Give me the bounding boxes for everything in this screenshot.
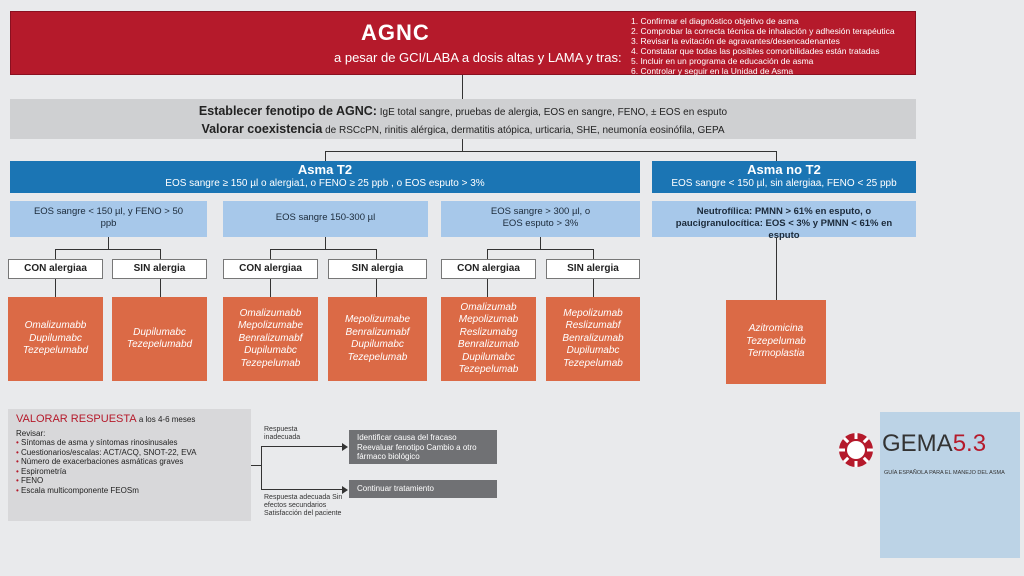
connector <box>261 489 346 490</box>
asma-not2-title: Asma no T2 <box>747 162 821 177</box>
connector <box>160 249 161 259</box>
agnc-header: AGNC a pesar de GCI/LABA a dosis altas y… <box>10 11 916 76</box>
t2-group-low: EOS sangre < 150 µl, y FENO > 50 ppb <box>10 201 207 237</box>
response-item: Número de exacerbaciones asmáticas grave… <box>16 457 243 467</box>
drugs-box: Mepolizumabe Benralizumabf Dupilumabc Te… <box>328 297 427 381</box>
sin-alergia-label: SIN alergia <box>328 259 427 279</box>
step-item: 1. Confirmar el diagnóstico objetivo de … <box>631 16 799 26</box>
con-alergia-label: CON alergiaa <box>223 259 318 279</box>
asma-t2-title: Asma T2 <box>297 162 353 177</box>
connector <box>261 446 262 490</box>
sin-alergia-label: SIN alergia <box>112 259 207 279</box>
connector <box>270 249 271 259</box>
connector <box>593 279 594 297</box>
response-item: Espirometría <box>16 467 243 477</box>
connector <box>160 279 161 297</box>
con-alergia-label: CON alergiaa <box>8 259 103 279</box>
logo-name: GEMA <box>882 430 953 457</box>
agnc-subtitle: a pesar de GCI/LABA a dosis altas y LAMA… <box>334 50 622 65</box>
logo-version: 5.3 <box>952 430 987 457</box>
not2-detail: Neutrofílica: PMNN > 61% en esputo, o pa… <box>652 201 916 241</box>
good-response-label: Respuesta adecuada Sin efectos secundari… <box>264 494 343 517</box>
asma-t2-box: Asma T2 EOS sangre ≥ 150 µl o alergia1, … <box>10 161 640 193</box>
logo-tagline: GUÍA ESPAÑOLA PARA EL MANEJO DEL ASMA <box>884 470 1005 476</box>
arrow-right-icon <box>342 443 348 451</box>
response-box: VALORAR RESPUESTA a los 4-6 meses Revisa… <box>8 409 251 521</box>
response-item: Síntomas de asma y síntomas rinosinusale… <box>16 438 243 448</box>
t2-group-mid: EOS sangre 150-300 µl <box>223 201 428 237</box>
connector <box>55 279 56 297</box>
connector <box>325 151 326 161</box>
coexistence-text: de RSCcPN, rinitis alérgica, dermatitis … <box>325 125 725 136</box>
response-title-suffix: a los 4-6 meses <box>138 415 196 424</box>
step-item: 2. Comprobar la correcta técnica de inha… <box>631 26 895 36</box>
response-item: Escala multicomponente FEOSm <box>16 486 243 496</box>
drugs-box: Omalizumabb Mepolizumabe Benralizumabf D… <box>223 297 318 381</box>
connector <box>462 139 463 151</box>
connector <box>487 249 593 250</box>
connector <box>108 237 109 249</box>
not2-drugs-box: Azitromicina Tezepelumab Termoplastia <box>726 300 826 384</box>
connector <box>325 151 776 152</box>
response-title: VALORAR RESPUESTA <box>16 413 137 425</box>
con-alergia-label: CON alergiaa <box>441 259 536 279</box>
connector <box>593 249 594 259</box>
response-item: FENO <box>16 476 243 486</box>
bad-response-label: Respuesta inadecuada <box>264 426 301 441</box>
phenotype-text: IgE total sangre, pruebas de alergia, EO… <box>379 107 728 118</box>
phenotype-label: Establecer fenotipo de AGNC: <box>198 104 377 118</box>
sin-alergia-label: SIN alergia <box>546 259 640 279</box>
response-items: Síntomas de asma y síntomas rinosinusale… <box>16 438 243 495</box>
connector <box>325 237 326 249</box>
gema-logo-icon <box>836 430 876 470</box>
good-response-action: Continuar tratamiento <box>349 480 497 498</box>
step-item: 6. Controlar y seguir en la Unidad de As… <box>631 66 794 76</box>
connector <box>261 446 346 447</box>
step-item: 5. Incluir en un programa de educación d… <box>631 56 814 66</box>
connector <box>462 75 463 99</box>
connector <box>376 279 377 297</box>
step-item: 3. Revisar la evitación de agravantes/de… <box>631 36 840 46</box>
connector <box>487 279 488 297</box>
arrow-right-icon <box>342 486 348 494</box>
coexistence-label: Valorar coexistencia <box>201 122 323 136</box>
asma-t2-criteria: EOS sangre ≥ 150 µl o alergia1, o FENO ≥… <box>165 178 485 189</box>
step-item: 4. Constatar que todas las posibles como… <box>631 46 880 56</box>
connector <box>376 249 377 259</box>
drugs-box: Dupilumabc Tezepelumabd <box>112 297 207 381</box>
bad-response-actions: Identificar causa del fracaso Reevaluar … <box>349 430 497 464</box>
connector <box>776 151 777 161</box>
drugs-box: Omalizumab Mepolizumab Reslizumabg Benra… <box>441 297 536 381</box>
gema-logo-box <box>880 412 1020 558</box>
steps-list: 1. Confirmar el diagnóstico objetivo de … <box>631 16 895 76</box>
connector <box>251 465 261 466</box>
phenotype-box: Establecer fenotipo de AGNC: IgE total s… <box>10 99 916 139</box>
gema-logo-text: GEMA5.3 <box>882 430 986 458</box>
drugs-box: Omalizumabb Dupilumabc Tezepelumabd <box>8 297 103 381</box>
revisar-label: Revisar: <box>16 428 46 438</box>
asma-not2-box: Asma no T2 EOS sangre < 150 µl, sin aler… <box>652 161 916 193</box>
connector <box>776 237 777 300</box>
asma-not2-criteria: EOS sangre < 150 µl, sin alergiaa, FENO … <box>671 178 897 189</box>
drugs-box: Mepolizumab Reslizumabf Benralizumab Dup… <box>546 297 640 381</box>
connector <box>55 249 160 250</box>
t2-group-high: EOS sangre > 300 µl, o EOS esputo > 3% <box>441 201 640 237</box>
connector <box>487 249 488 259</box>
connector <box>270 279 271 297</box>
agnc-title: AGNC <box>361 20 430 45</box>
response-item: Cuestionarios/escalas: ACT/ACQ, SNOT-22,… <box>16 448 243 458</box>
connector <box>540 237 541 249</box>
connector <box>270 249 376 250</box>
connector <box>55 249 56 259</box>
